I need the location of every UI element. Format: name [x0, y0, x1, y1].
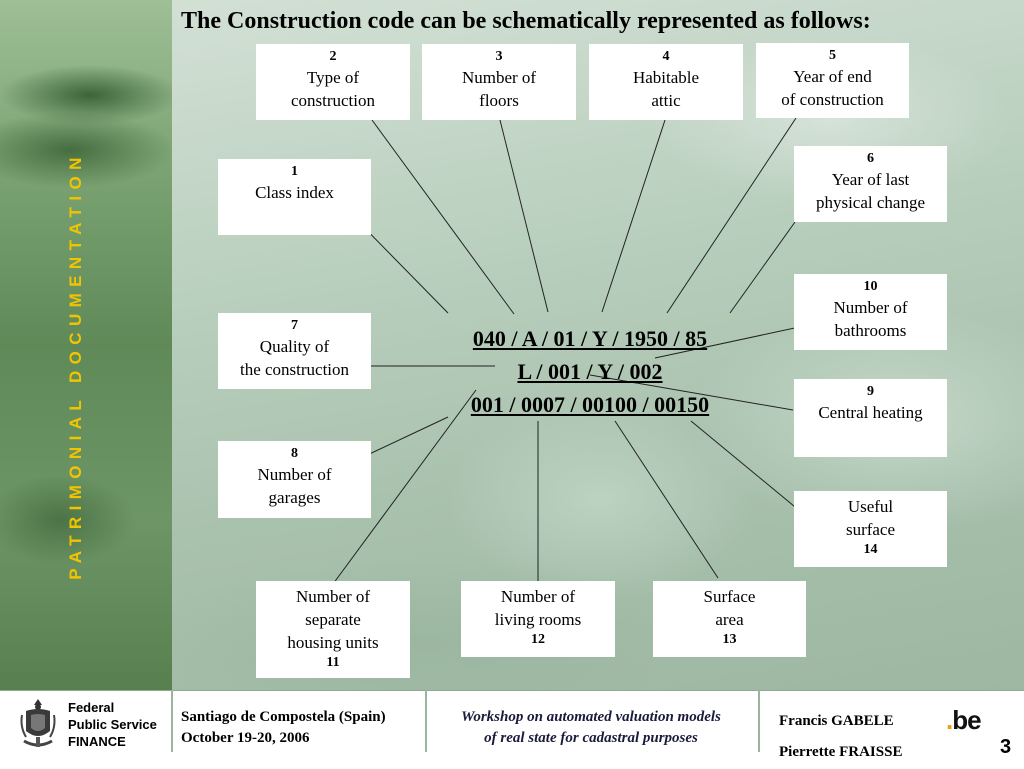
- venue-date: October 19-20, 2006: [181, 730, 310, 746]
- connector-5: [666, 117, 797, 314]
- field-label: Class index: [255, 183, 334, 202]
- field-number: 7: [291, 318, 298, 333]
- connector-9: [589, 374, 794, 411]
- author-2: Pierrette FRAISSE: [779, 744, 903, 760]
- workshop-line-2: of real state for cadastral purposes: [484, 730, 698, 746]
- footer-bar: [0, 690, 1024, 769]
- field-label: Number of living rooms: [494, 587, 582, 629]
- venue-location: Santiago de Compostela (Spain): [181, 709, 386, 725]
- field-box-3: 3 Number of floors: [422, 44, 576, 120]
- be-logo: .be: [946, 705, 982, 736]
- field-number: 14: [863, 542, 878, 557]
- field-number: 2: [329, 49, 337, 64]
- code-line-1: 040 / A / 01 / Y / 1950 / 85: [472, 326, 708, 351]
- field-label: Number of bathrooms: [833, 298, 908, 340]
- field-number: 12: [531, 632, 545, 647]
- footer-divider: [425, 690, 427, 752]
- field-number: 11: [326, 655, 340, 670]
- be-logo-dot: .: [946, 705, 953, 735]
- organization-name: Federal Public Service FINANCE: [68, 699, 157, 750]
- field-label: Number of floors: [461, 68, 537, 110]
- field-label: Useful surface: [845, 497, 896, 539]
- org-line-2: Public Service: [68, 717, 157, 732]
- field-box-6: 6 Year of last physical change: [794, 146, 947, 222]
- field-box-11: Number of separate housing units 11: [256, 581, 410, 678]
- connector-13: [614, 420, 719, 579]
- authors: Francis GABELE Pierrette FRAISSE: [779, 706, 902, 768]
- field-box-7: 7 Quality of the construction: [218, 313, 371, 389]
- field-box-5: 5 Year of end of construction: [756, 43, 909, 118]
- field-box-9: 9 Central heating: [794, 379, 947, 457]
- field-label: Surface area: [703, 587, 756, 629]
- field-label: Type of construction: [290, 68, 376, 110]
- field-number: 10: [863, 279, 878, 294]
- field-number: 6: [867, 151, 874, 166]
- field-number: 1: [291, 164, 298, 179]
- author-1: Francis GABELE: [779, 713, 894, 729]
- field-label: Habitable attic: [632, 68, 700, 110]
- org-line-1: Federal: [68, 700, 115, 715]
- page-number: 3: [1000, 736, 1012, 758]
- footer-divider: [758, 690, 760, 752]
- code-line-3: 001 / 0007 / 00100 / 00150: [470, 392, 710, 417]
- workshop-line-1: Workshop on automated valuation models: [461, 709, 721, 725]
- field-label: Number of separate housing units: [287, 587, 379, 652]
- field-number: 9: [867, 384, 874, 399]
- slide-title: The Construction code can be schematical…: [181, 8, 871, 34]
- connector-11: [332, 389, 477, 585]
- connector-14: [690, 420, 807, 517]
- org-line-3: FINANCE: [68, 734, 126, 749]
- code-line-2: L / 001 / Y / 002: [517, 359, 663, 384]
- field-label: Year of end of construction: [781, 67, 884, 109]
- field-label: Quality of the construction: [239, 337, 350, 379]
- field-box-13: Surface area 13: [653, 581, 806, 657]
- belgian-coat-of-arms-icon: [20, 699, 56, 747]
- field-box-2: 2 Type of construction: [256, 44, 410, 120]
- venue-info: Santiago de Compostela (Spain) October 1…: [181, 707, 386, 749]
- field-number: 5: [829, 48, 836, 63]
- field-number: 13: [722, 632, 737, 647]
- footer-divider: [171, 690, 173, 752]
- construction-code: 040 / A / 01 / Y / 1950 / 85 L / 001 / Y…: [430, 322, 750, 421]
- connector-10: [654, 322, 819, 359]
- connector-lines: [332, 117, 819, 585]
- field-number: 8: [291, 446, 298, 461]
- connector-6: [729, 221, 796, 314]
- sidebar-panel: [0, 0, 172, 690]
- field-box-12: Number of living rooms 12: [461, 581, 615, 657]
- connector-4: [601, 119, 666, 313]
- connector-2: [371, 119, 515, 315]
- field-number: 3: [495, 49, 503, 64]
- be-logo-text: be: [952, 705, 981, 735]
- workshop-title: Workshop on automated valuation models o…: [432, 707, 750, 749]
- field-label: Year of last physical change: [815, 170, 926, 212]
- connector-3: [499, 119, 549, 313]
- field-box-10: 10 Number of bathrooms: [794, 274, 947, 350]
- field-box-1: 1 Class index: [218, 159, 371, 235]
- field-box-14: Useful surface 14: [794, 491, 947, 567]
- field-label: Number of garages: [257, 465, 332, 507]
- field-label: Central heating: [818, 403, 923, 422]
- field-box-4: 4 Habitable attic: [589, 44, 743, 120]
- field-box-8: 8 Number of garages: [218, 441, 371, 518]
- field-number: 4: [662, 49, 670, 64]
